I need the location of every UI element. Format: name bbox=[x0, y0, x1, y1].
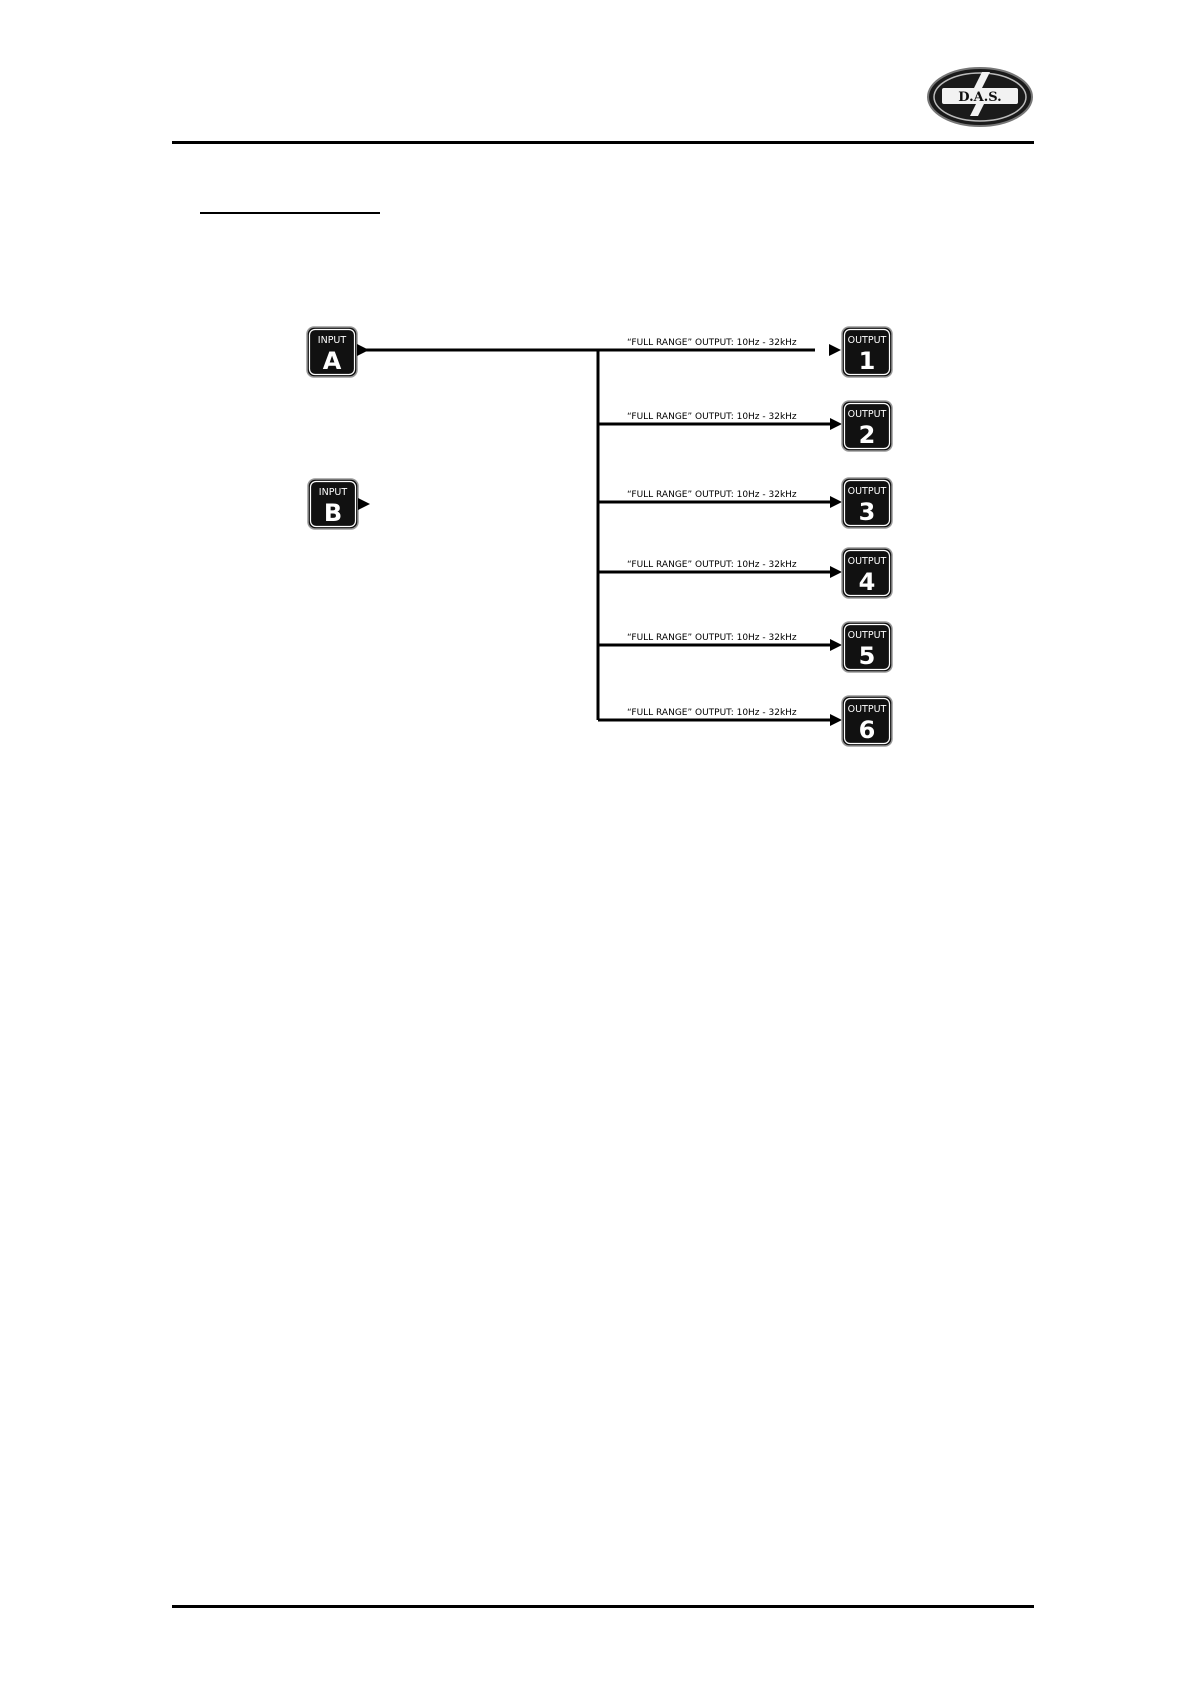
input-b-box: INPUT B bbox=[308, 479, 370, 529]
output-1-branch: “FULL RANGE” OUTPUT: 10Hz - 32kHz bbox=[627, 338, 841, 356]
input-b-label: INPUT bbox=[319, 487, 348, 498]
input-b-arrow bbox=[358, 498, 370, 510]
output-3-box: OUTPUT 3 bbox=[842, 478, 892, 528]
output-6-range: “FULL RANGE” OUTPUT: 10Hz - 32kHz bbox=[627, 708, 797, 718]
input-a-label: INPUT bbox=[318, 335, 347, 346]
output-2-branch: “FULL RANGE” OUTPUT: 10Hz - 32kHz bbox=[598, 412, 842, 430]
svg-text:OUTPUT: OUTPUT bbox=[848, 486, 887, 497]
output-5-box: OUTPUT 5 bbox=[842, 622, 892, 672]
output-3-branch: “FULL RANGE” OUTPUT: 10Hz - 32kHz bbox=[598, 490, 842, 508]
output-1-box: OUTPUT 1 bbox=[842, 327, 892, 377]
input-b-id: B bbox=[324, 499, 342, 527]
svg-text:OUTPUT: OUTPUT bbox=[848, 409, 887, 420]
output-1-range: “FULL RANGE” OUTPUT: 10Hz - 32kHz bbox=[627, 338, 797, 348]
output-6-box: OUTPUT 6 bbox=[842, 696, 892, 746]
input-a-box: INPUT A bbox=[307, 327, 369, 377]
output-3-range: “FULL RANGE” OUTPUT: 10Hz - 32kHz bbox=[627, 490, 797, 500]
svg-text:4: 4 bbox=[859, 568, 876, 596]
output-5-branch: “FULL RANGE” OUTPUT: 10Hz - 32kHz bbox=[598, 633, 842, 651]
footer-rule bbox=[172, 1605, 1034, 1608]
svg-text:5: 5 bbox=[859, 642, 876, 670]
input-a-id: A bbox=[323, 347, 342, 375]
output-2-range: “FULL RANGE” OUTPUT: 10Hz - 32kHz bbox=[627, 412, 797, 422]
svg-text:2: 2 bbox=[859, 421, 876, 449]
output-4-range: “FULL RANGE” OUTPUT: 10Hz - 32kHz bbox=[627, 560, 797, 570]
svg-text:OUTPUT: OUTPUT bbox=[848, 335, 887, 346]
output-2-box: OUTPUT 2 bbox=[842, 401, 892, 451]
svg-text:OUTPUT: OUTPUT bbox=[848, 630, 887, 641]
output-4-box: OUTPUT 4 bbox=[842, 548, 892, 598]
output-4-branch: “FULL RANGE” OUTPUT: 10Hz - 32kHz bbox=[598, 560, 842, 578]
input-a-arrow bbox=[357, 344, 369, 356]
svg-text:1: 1 bbox=[859, 347, 876, 375]
svg-text:OUTPUT: OUTPUT bbox=[848, 704, 887, 715]
svg-text:OUTPUT: OUTPUT bbox=[848, 556, 887, 567]
svg-text:6: 6 bbox=[859, 716, 876, 744]
output-5-range: “FULL RANGE” OUTPUT: 10Hz - 32kHz bbox=[627, 633, 797, 643]
svg-text:3: 3 bbox=[859, 498, 876, 526]
output-6-branch: “FULL RANGE” OUTPUT: 10Hz - 32kHz bbox=[598, 708, 842, 726]
